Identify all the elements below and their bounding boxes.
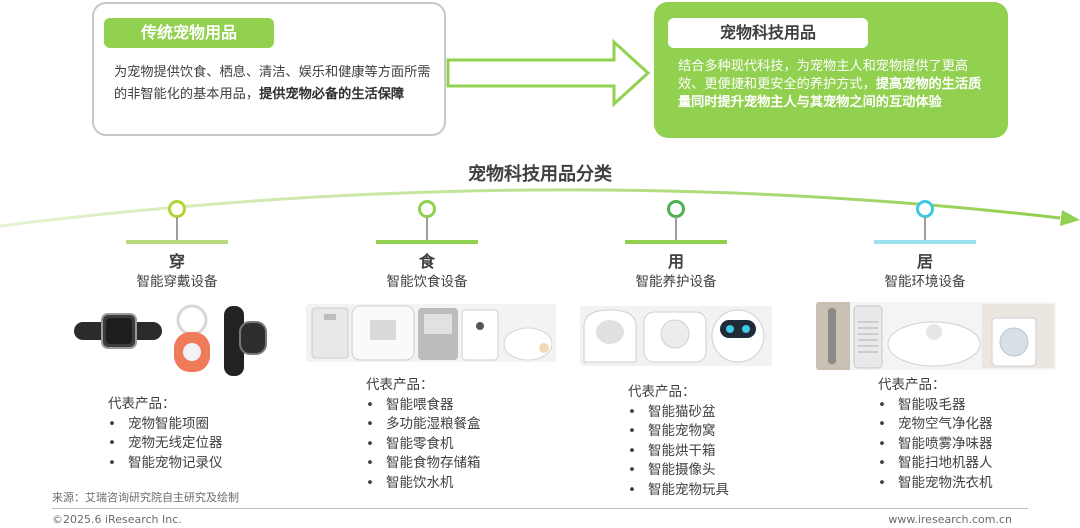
product-list-wear: 代表产品： 宠物智能项圈 宠物无线定位器 智能宠物记录仪 [108,395,223,473]
category-dot [418,200,436,218]
category-name: 居 [916,252,933,271]
list-item: 智能烘干箱 [628,442,729,462]
traditional-title: 传统宠物用品 [104,18,274,48]
list-item: 智能宠物窝 [628,422,729,442]
list-item: 智能宠物洗衣机 [878,474,993,494]
copyright: ©2025.6 iResearch Inc. [52,513,182,526]
list-item: 智能零食机 [366,435,481,455]
traditional-desc-bold: 提供宠物必备的生活保障 [259,87,405,102]
product-list-food: 代表产品： 智能喂食器 多功能湿粮餐盒 智能零食机 智能食物存储箱 智能饮水机 [366,376,481,493]
list-item: 智能饮水机 [366,474,481,494]
category-stem [675,217,677,241]
category-bar [376,240,478,244]
timeline-curve [0,188,1080,228]
tech-desc-bold: 提高宠物的生活质量同时提升宠物主人与其宠物之间的互动体验 [678,77,982,110]
list-item: 多功能湿粮餐盒 [366,415,481,435]
category-dot [667,200,685,218]
source-note: 来源：艾瑞咨询研究院自主研究及绘制 [52,491,239,504]
list-item: 宠物无线定位器 [108,434,223,454]
list-item: 智能食物存储箱 [366,454,481,474]
category-subtitle: 智能环境设备 [884,274,966,290]
category-subtitle: 智能穿戴设备 [136,274,218,290]
home-products-image [816,302,1056,370]
product-list-title: 代表产品： [108,396,176,412]
right-arrow-icon [446,38,651,108]
feeding-products-image [306,304,556,362]
list-item: 宠物智能项圈 [108,415,223,435]
category-subtitle: 智能饮食设备 [386,274,468,290]
list-item: 智能喷雾净味器 [878,435,993,455]
tech-title: 宠物科技用品 [668,18,868,48]
category-stem [426,217,428,241]
category-stem [924,217,926,241]
list-item: 智能宠物记录仪 [108,454,223,474]
category-name: 用 [667,252,684,271]
website-url: www.iresearch.com.cn [888,513,1012,526]
wearable-products-image [74,304,267,376]
category-bar [874,240,976,244]
product-list-home: 代表产品： 智能吸毛器 宠物空气净化器 智能喷雾净味器 智能扫地机器人 智能宠物… [878,376,993,493]
list-item: 智能猫砂盆 [628,403,729,423]
category-bar [625,240,727,244]
category-name: 穿 [168,252,185,271]
care-products-image [580,306,772,366]
list-item: 宠物空气净化器 [878,415,993,435]
section-title: 宠物科技用品分类 [468,164,612,185]
category-name: 食 [418,252,435,271]
category-subtitle: 智能养护设备 [635,274,717,290]
product-list-title: 代表产品： [628,384,696,400]
list-item: 智能摄像头 [628,461,729,481]
category-bar [126,240,228,244]
category-dot [916,200,934,218]
list-item: 智能扫地机器人 [878,454,993,474]
traditional-desc-plain: 为宠物提供饮食、栖息、清洁、娱乐和健康等方面所需的非智能化的基本用品， [114,65,431,102]
traditional-description: 为宠物提供饮食、栖息、清洁、娱乐和健康等方面所需的非智能化的基本用品，提供宠物必… [114,62,432,106]
list-item: 智能宠物玩具 [628,481,729,501]
list-item: 智能吸毛器 [878,396,993,416]
tech-desc-plain: 结合多种现代科技，为宠物主人和宠物提供了更高效、更便捷和更安全的养护方式， [678,59,969,92]
product-list-use: 代表产品： 智能猫砂盆 智能宠物窝 智能烘干箱 智能摄像头 智能宠物玩具 [628,383,729,500]
tech-description: 结合多种现代科技，为宠物主人和宠物提供了更高效、更便捷和更安全的养护方式，提高宠… [678,58,994,112]
product-list-title: 代表产品： [366,377,434,393]
category-stem [176,217,178,241]
footer-divider [52,508,1028,509]
list-item: 智能喂食器 [366,396,481,416]
product-list-title: 代表产品： [878,377,946,393]
category-dot [168,200,186,218]
